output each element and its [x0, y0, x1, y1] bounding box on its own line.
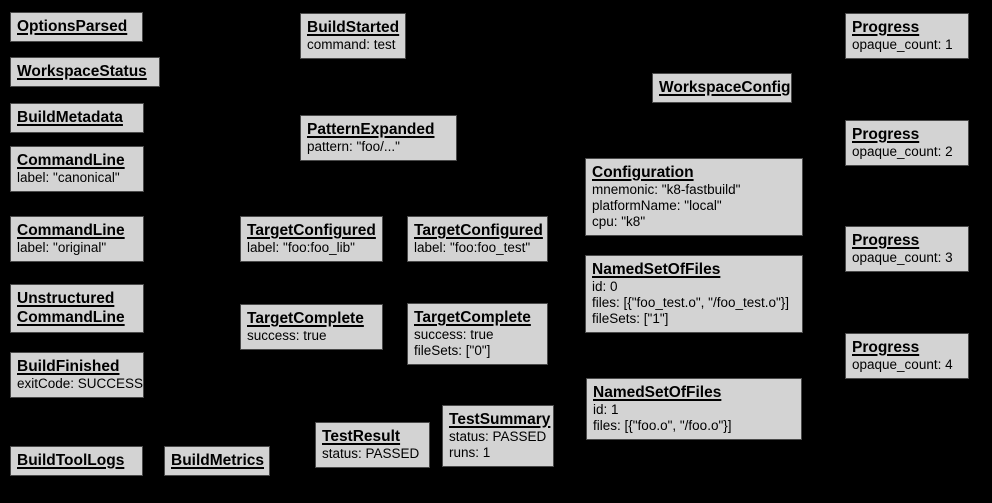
node-unstructured-command-line: Unstructured CommandLine	[10, 284, 144, 333]
node-title: BuildMetrics	[171, 452, 265, 469]
node-title: Configuration	[592, 164, 694, 181]
node-detail: mnemonic: "k8-fastbuild"	[592, 182, 741, 197]
node-detail: runs: 1	[449, 445, 491, 460]
node-title: BuildToolLogs	[17, 452, 125, 469]
node-detail: fileSets: ["0"]	[414, 343, 491, 358]
node-detail: files: [{"foo.o", "/foo.o"}]	[593, 418, 732, 433]
node-detail: success: true	[414, 327, 494, 342]
node-title: PatternExpanded	[307, 121, 435, 138]
node-target-complete-foo-lib: TargetComplete success: true	[240, 304, 383, 350]
node-command-line-original: CommandLine label: "original"	[10, 216, 144, 262]
node-title: TestSummary	[449, 411, 551, 428]
node-title: OptionsParsed	[17, 18, 128, 35]
node-build-metrics: BuildMetrics	[164, 446, 270, 476]
node-detail: label: "foo:foo_lib"	[247, 240, 355, 255]
node-detail: success: true	[247, 328, 327, 343]
node-detail: opaque_count: 3	[852, 250, 953, 265]
node-title: Progress	[852, 232, 920, 249]
node-detail: id: 1	[593, 402, 619, 417]
node-title: WorkspaceConfig	[659, 79, 791, 96]
node-title: TargetConfigured	[247, 222, 376, 239]
node-command-line-canonical: CommandLine label: "canonical"	[10, 146, 144, 192]
node-title: BuildFinished	[17, 358, 120, 375]
node-title: Unstructured CommandLine	[17, 290, 125, 326]
node-detail: fileSets: ["1"]	[592, 311, 669, 326]
node-detail: label: "foo:foo_test"	[414, 240, 531, 255]
node-test-summary: TestSummary status: PASSED runs: 1	[442, 405, 554, 467]
node-progress-1: Progress opaque_count: 1	[845, 13, 969, 59]
node-detail: command: test	[307, 37, 396, 52]
node-detail: label: "canonical"	[17, 170, 120, 185]
node-title: NamedSetOfFiles	[592, 261, 721, 278]
node-build-tool-logs: BuildToolLogs	[10, 446, 143, 476]
node-named-set-of-files-1: NamedSetOfFiles id: 1 files: [{"foo.o", …	[586, 378, 802, 440]
node-detail: id: 0	[592, 279, 618, 294]
node-detail: opaque_count: 4	[852, 357, 953, 372]
node-progress-4: Progress opaque_count: 4	[845, 333, 969, 379]
node-build-finished: BuildFinished exitCode: SUCCESS	[10, 352, 144, 398]
node-detail: cpu: "k8"	[592, 214, 646, 229]
node-options-parsed: OptionsParsed	[10, 12, 143, 42]
node-title: TestResult	[322, 428, 401, 445]
node-title: WorkspaceStatus	[17, 63, 147, 80]
node-detail: platformName: "local"	[592, 198, 722, 213]
node-detail: status: PASSED	[322, 446, 420, 461]
node-title: Progress	[852, 339, 920, 356]
node-detail: opaque_count: 2	[852, 144, 953, 159]
node-detail: label: "original"	[17, 240, 107, 255]
node-title: CommandLine	[17, 222, 125, 239]
node-target-configured-foo-test: TargetConfigured label: "foo:foo_test"	[407, 216, 548, 262]
node-pattern-expanded: PatternExpanded pattern: "foo/..."	[300, 115, 457, 161]
node-detail: files: [{"foo_test.o", "/foo_test.o"}]	[592, 295, 790, 310]
node-named-set-of-files-0: NamedSetOfFiles id: 0 files: [{"foo_test…	[585, 255, 803, 333]
node-title: TargetComplete	[247, 310, 364, 327]
node-detail: exitCode: SUCCESS	[17, 376, 144, 391]
node-progress-3: Progress opaque_count: 3	[845, 226, 969, 272]
node-target-complete-foo-test: TargetComplete success: true fileSets: […	[407, 303, 548, 365]
node-target-configured-foo-lib: TargetConfigured label: "foo:foo_lib"	[240, 216, 383, 262]
node-test-result: TestResult status: PASSED	[315, 422, 430, 468]
node-detail: status: PASSED	[449, 429, 547, 444]
node-title: BuildMetadata	[17, 109, 123, 126]
node-workspace-config: WorkspaceConfig	[652, 73, 792, 103]
node-build-started: BuildStarted command: test	[300, 13, 406, 59]
node-build-metadata: BuildMetadata	[10, 103, 144, 133]
node-title: TargetComplete	[414, 309, 531, 326]
node-title: TargetConfigured	[414, 222, 543, 239]
node-title: NamedSetOfFiles	[593, 384, 722, 401]
node-title: Progress	[852, 126, 920, 143]
node-title: Progress	[852, 19, 920, 36]
node-detail: pattern: "foo/..."	[307, 139, 400, 154]
node-title: BuildStarted	[307, 19, 400, 36]
node-progress-2: Progress opaque_count: 2	[845, 120, 969, 166]
node-detail: opaque_count: 1	[852, 37, 953, 52]
node-title: CommandLine	[17, 152, 125, 169]
node-workspace-status: WorkspaceStatus	[10, 57, 160, 87]
node-configuration: Configuration mnemonic: "k8-fastbuild" p…	[585, 158, 803, 236]
